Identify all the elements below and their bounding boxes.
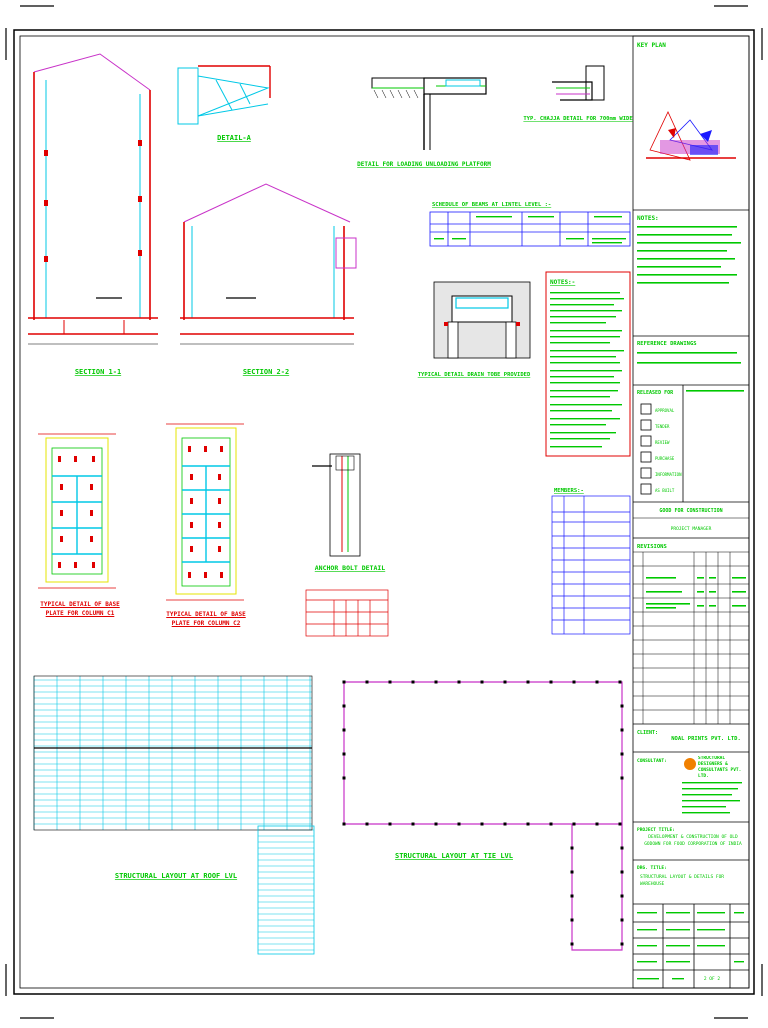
- members-table: [551, 495, 631, 635]
- sheet-border: [13, 29, 755, 995]
- client-name: NOAL PRINTS PVT. LTD.: [671, 736, 741, 742]
- base-plate-c1-drawing: [38, 433, 116, 589]
- beams-schedule-table: [429, 211, 631, 247]
- consultant-address: [682, 782, 742, 814]
- detail-a-drawing: [177, 65, 271, 125]
- drain-title: TYPICAL DETAIL DRAIN TOBE PROVIDED: [418, 372, 531, 378]
- released-item-3: PURCHASE: [655, 456, 675, 461]
- reference-lines: [637, 352, 741, 364]
- drawing-title: STRUCTURAL LAYOUT & DETAILS FOR WAREHOUS…: [640, 875, 724, 887]
- anchor-title: ANCHOR BOLT DETAIL: [315, 564, 386, 572]
- released-checkboxes: [640, 403, 652, 495]
- loading-platform-drawing: [371, 77, 487, 150]
- base-c2-title: TYPICAL DETAIL OF BASE PLATE FOR COLUMN …: [166, 611, 246, 627]
- roof-layout-frame: [33, 675, 315, 955]
- notes-label: NOTES:: [637, 215, 659, 222]
- consultant-name: STRUCTURAL DESIGNERS & CONSULTANTS PVT. …: [698, 756, 742, 778]
- sheet-number: 2 OF 2: [704, 976, 721, 982]
- chajja-title: TYP. CHAJJA DETAIL FOR 700mm WIDE: [523, 116, 632, 122]
- section-2-2-drawing: [180, 183, 357, 345]
- base-plate-c2-bolts: [188, 446, 223, 578]
- revision-entries: [646, 577, 746, 609]
- notes-text-lines: [637, 226, 741, 284]
- beams-schedule-text: [434, 216, 626, 244]
- key-plan-label: KEY PLAN: [637, 42, 666, 49]
- base-c1-title: TYPICAL DETAIL OF BASE PLATE FOR COLUMN …: [40, 601, 120, 617]
- client-label: CLIENT:: [637, 730, 658, 736]
- consultant-logo: [684, 758, 696, 770]
- released-for-label: RELEASED FOR: [637, 390, 674, 396]
- released-item-5: AS BUILT: [655, 488, 675, 493]
- project-title-label: PROJECT TITLE:: [637, 827, 675, 833]
- key-plan-sketch: [646, 111, 736, 161]
- released-item-1: TENDER: [655, 424, 670, 429]
- drawing-title-label: DRG. TITLE:: [637, 865, 667, 871]
- tie-layout-title: STRUCTURAL LAYOUT AT TIE LVL: [395, 852, 513, 860]
- section-1-1-title: SECTION 1-1: [75, 368, 121, 376]
- released-item-4: INFORMATION: [655, 472, 682, 477]
- released-item-0: APPROVAL: [655, 408, 675, 413]
- anchor-bolt-drawing: [312, 453, 361, 557]
- section-1-1-drawing: [28, 53, 158, 345]
- revisions-table: [633, 551, 749, 724]
- anchor-table: [305, 589, 389, 637]
- section-1-1-marks: [44, 140, 142, 262]
- project-title: DEVELOPMENT & CONSTRUCTION OF OLD GODOWN…: [644, 835, 742, 847]
- reference-label: REFERENCE DRAWINGS: [637, 341, 697, 347]
- roof-layout-title: STRUCTURAL LAYOUT AT ROOF LVL: [115, 872, 237, 880]
- base-plate-c2-drawing: [166, 423, 244, 601]
- tie-layout-columns: [342, 680, 624, 946]
- loading-platform-hatch: [373, 89, 419, 99]
- company-stamp-line: [686, 390, 744, 392]
- released-item-2: REVIEW: [655, 440, 670, 445]
- title-block: [632, 35, 750, 989]
- crop-marks: [5, 5, 763, 1019]
- base-plate-c1-bolts: [58, 456, 95, 568]
- beams-schedule-title: SCHEDULE OF BEAMS AT LINTEL LEVEL :-: [432, 202, 551, 208]
- tie-layout-frame: [343, 681, 623, 951]
- chajja-drawing: [552, 65, 605, 101]
- section-2-2-title: SECTION 2-2: [243, 368, 289, 376]
- notes-box: [545, 271, 631, 457]
- notes-mid-title: NOTES:-: [550, 279, 575, 286]
- revisions-label: REVISIONS: [637, 544, 667, 550]
- notes-mid-lines: [550, 292, 624, 448]
- consultant-label: CONSULTANT:: [637, 758, 667, 764]
- loading-platform-title: DETAIL FOR LOADING UNLOADING PLATFORM: [357, 161, 491, 168]
- detail-a-title: DETAIL-A: [217, 134, 252, 142]
- drain-drawing: [433, 281, 531, 359]
- project-manager: PROJECT MANAGER: [671, 526, 712, 532]
- title-block-fields: [637, 912, 744, 980]
- members-title: MEMBERS:-: [554, 488, 584, 494]
- good-for-construction: GOOD FOR CONSTRUCTION: [659, 508, 722, 514]
- roof-layout-grid: [33, 676, 314, 951]
